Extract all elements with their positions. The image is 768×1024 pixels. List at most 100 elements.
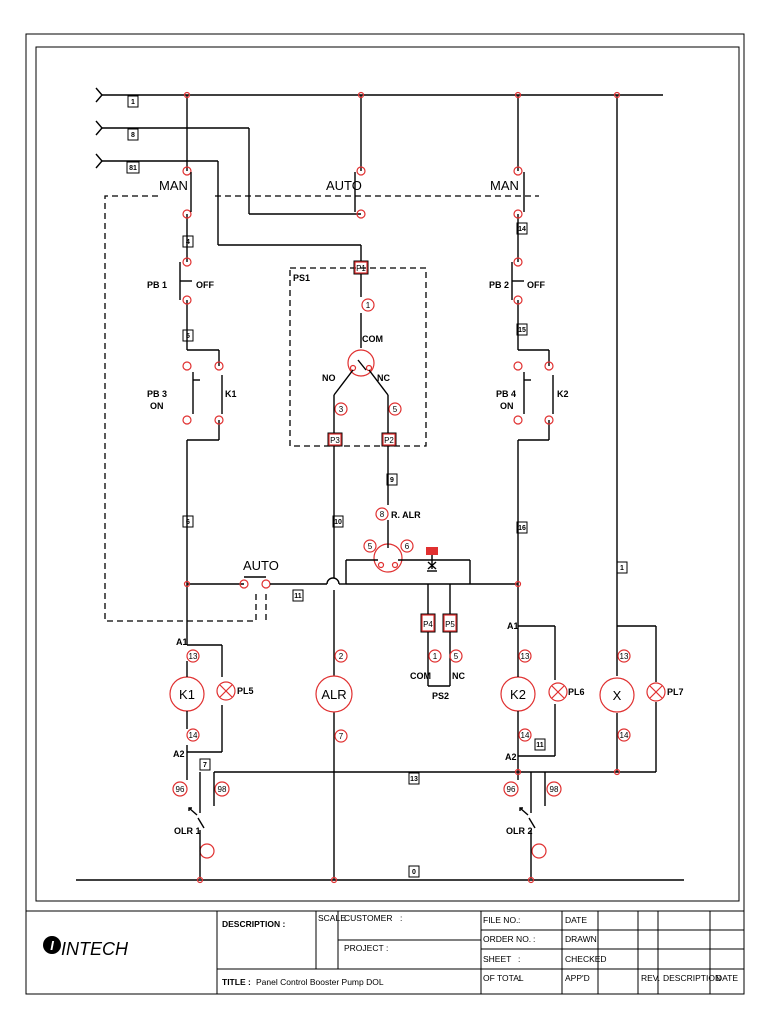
svg-text:5: 5 — [368, 542, 373, 551]
right-branch-wiring — [517, 95, 550, 626]
svg-text:1: 1 — [433, 652, 438, 661]
svg-text:NC: NC — [377, 373, 390, 383]
of-total-label: OF TOTAL — [483, 973, 524, 983]
svg-text:1: 1 — [131, 99, 135, 106]
pb4-on-button: PB 4 ON — [496, 361, 531, 425]
description-label: DESCRIPTION : — [222, 919, 285, 929]
pb1-off-button: PB 1 OFF — [147, 257, 214, 305]
svg-text:15: 15 — [518, 327, 526, 334]
svg-text:OFF: OFF — [527, 280, 545, 290]
ps2-pressure-switch: P4 P5 1 5 COM NC PS2 — [346, 547, 518, 701]
svg-text:13: 13 — [410, 776, 418, 783]
checked-label: CHECKED — [565, 954, 607, 964]
customer-label: CUSTOMER — [344, 913, 393, 923]
svg-text:5: 5 — [186, 333, 190, 340]
svg-text:3: 3 — [339, 405, 344, 414]
svg-text:ON: ON — [150, 401, 164, 411]
junction-dots — [183, 91, 621, 884]
svg-text:K1: K1 — [225, 389, 237, 399]
pb2-off-button: PB 2 OFF — [489, 257, 545, 305]
ps1-pressure-switch: PS1 P1 1 COM NO NC 3 5 P3 P2 — [289, 260, 427, 447]
svg-text:13: 13 — [620, 652, 629, 661]
svg-text:14: 14 — [189, 731, 198, 740]
revision-description-label: DESCRIPTION — [663, 973, 721, 983]
svg-text:P5: P5 — [445, 620, 455, 629]
k2-coil: K2 13 14 A1 A2 PL6 — [500, 621, 585, 780]
left-branch-wiring — [186, 95, 362, 645]
wire-number-8: 8 — [127, 128, 139, 141]
alr-branch-wiring — [333, 446, 389, 880]
date-label: DATE — [565, 915, 587, 925]
svg-text:11: 11 — [536, 742, 544, 749]
svg-text:COM: COM — [410, 671, 431, 681]
order-no-label: ORDER NO. — [483, 934, 531, 944]
svg-text:MAN: MAN — [159, 178, 188, 193]
man-switch-right: MAN — [490, 166, 525, 219]
svg-text:P3: P3 — [330, 436, 340, 445]
r-alr-relay: 8 R. ALR 5 6 — [345, 507, 471, 584]
svg-text:1: 1 — [366, 301, 371, 310]
wire-number-1-right: 1 — [616, 561, 628, 574]
svg-text:7: 7 — [203, 762, 207, 769]
wire-number-16: 16 — [516, 521, 528, 534]
svg-text:4: 4 — [186, 239, 190, 246]
svg-text:K1: K1 — [179, 687, 195, 702]
wire-number-15: 15 — [516, 323, 528, 336]
svg-text:7: 7 — [339, 732, 344, 741]
svg-text:PS1: PS1 — [293, 273, 310, 283]
company-logo: I INTECH — [43, 936, 129, 959]
svg-text:6: 6 — [405, 542, 410, 551]
customer-colon: : — [400, 913, 402, 923]
svg-text:PB 1: PB 1 — [147, 280, 167, 290]
svg-text:MAN: MAN — [490, 178, 519, 193]
svg-text:I: I — [50, 938, 54, 953]
wire-number-14: 14 — [516, 222, 528, 235]
wire-number-1-top: 1 — [127, 95, 139, 108]
svg-text:PL6: PL6 — [568, 687, 585, 697]
x-relay-branch: X 13 14 PL7 — [599, 95, 684, 772]
svg-text:P1: P1 — [356, 264, 366, 273]
svg-text:11: 11 — [294, 593, 302, 600]
svg-text:K2: K2 — [510, 687, 526, 702]
appd-label: APP'D — [565, 973, 590, 983]
svg-text:OLR 1: OLR 1 — [174, 826, 201, 836]
svg-text:P4: P4 — [423, 620, 433, 629]
svg-text:5: 5 — [393, 405, 398, 414]
svg-text:PB 4: PB 4 — [496, 389, 516, 399]
wire-number-9: 9 — [386, 473, 398, 486]
of-total-colon: : — [518, 973, 520, 983]
title-label: TITLE : — [222, 977, 251, 987]
wire-number-7: 7 — [199, 758, 211, 771]
svg-text:13: 13 — [521, 652, 530, 661]
svg-text:8: 8 — [380, 510, 385, 519]
svg-text:98: 98 — [218, 785, 227, 794]
svg-text:A1: A1 — [507, 621, 519, 631]
inner-frame — [35, 46, 740, 902]
project-colon: : — [386, 943, 388, 953]
svg-text:COM: COM — [362, 334, 383, 344]
svg-text:14: 14 — [521, 731, 530, 740]
svg-text:PL7: PL7 — [667, 687, 684, 697]
k1-coil: K1 13 14 A1 A2 PL5 — [169, 637, 254, 780]
svg-text:NO: NO — [322, 373, 336, 383]
svg-text:P2: P2 — [384, 436, 394, 445]
pb3-on-button: PB 3 ON — [147, 361, 200, 425]
svg-text:OLR 2: OLR 2 — [506, 826, 533, 836]
k2-aux-contact: K2 — [544, 361, 569, 425]
alr-coil: ALR 2 7 — [315, 649, 353, 743]
selector-mechanical-link — [104, 195, 539, 622]
svg-text:PS2: PS2 — [432, 691, 449, 701]
wire-number-0: 0 — [408, 865, 420, 878]
wire-number-10: 10 — [332, 515, 344, 528]
svg-text:81: 81 — [129, 165, 137, 172]
svg-text:10: 10 — [334, 519, 342, 526]
svg-text:6: 6 — [186, 519, 190, 526]
svg-text:96: 96 — [176, 785, 185, 794]
svg-text:5: 5 — [454, 652, 459, 661]
svg-text:8: 8 — [131, 132, 135, 139]
auto-switch-mid: AUTO — [183, 558, 346, 589]
svg-text:98: 98 — [550, 785, 559, 794]
svg-text:OFF: OFF — [196, 280, 214, 290]
svg-text:K2: K2 — [557, 389, 569, 399]
